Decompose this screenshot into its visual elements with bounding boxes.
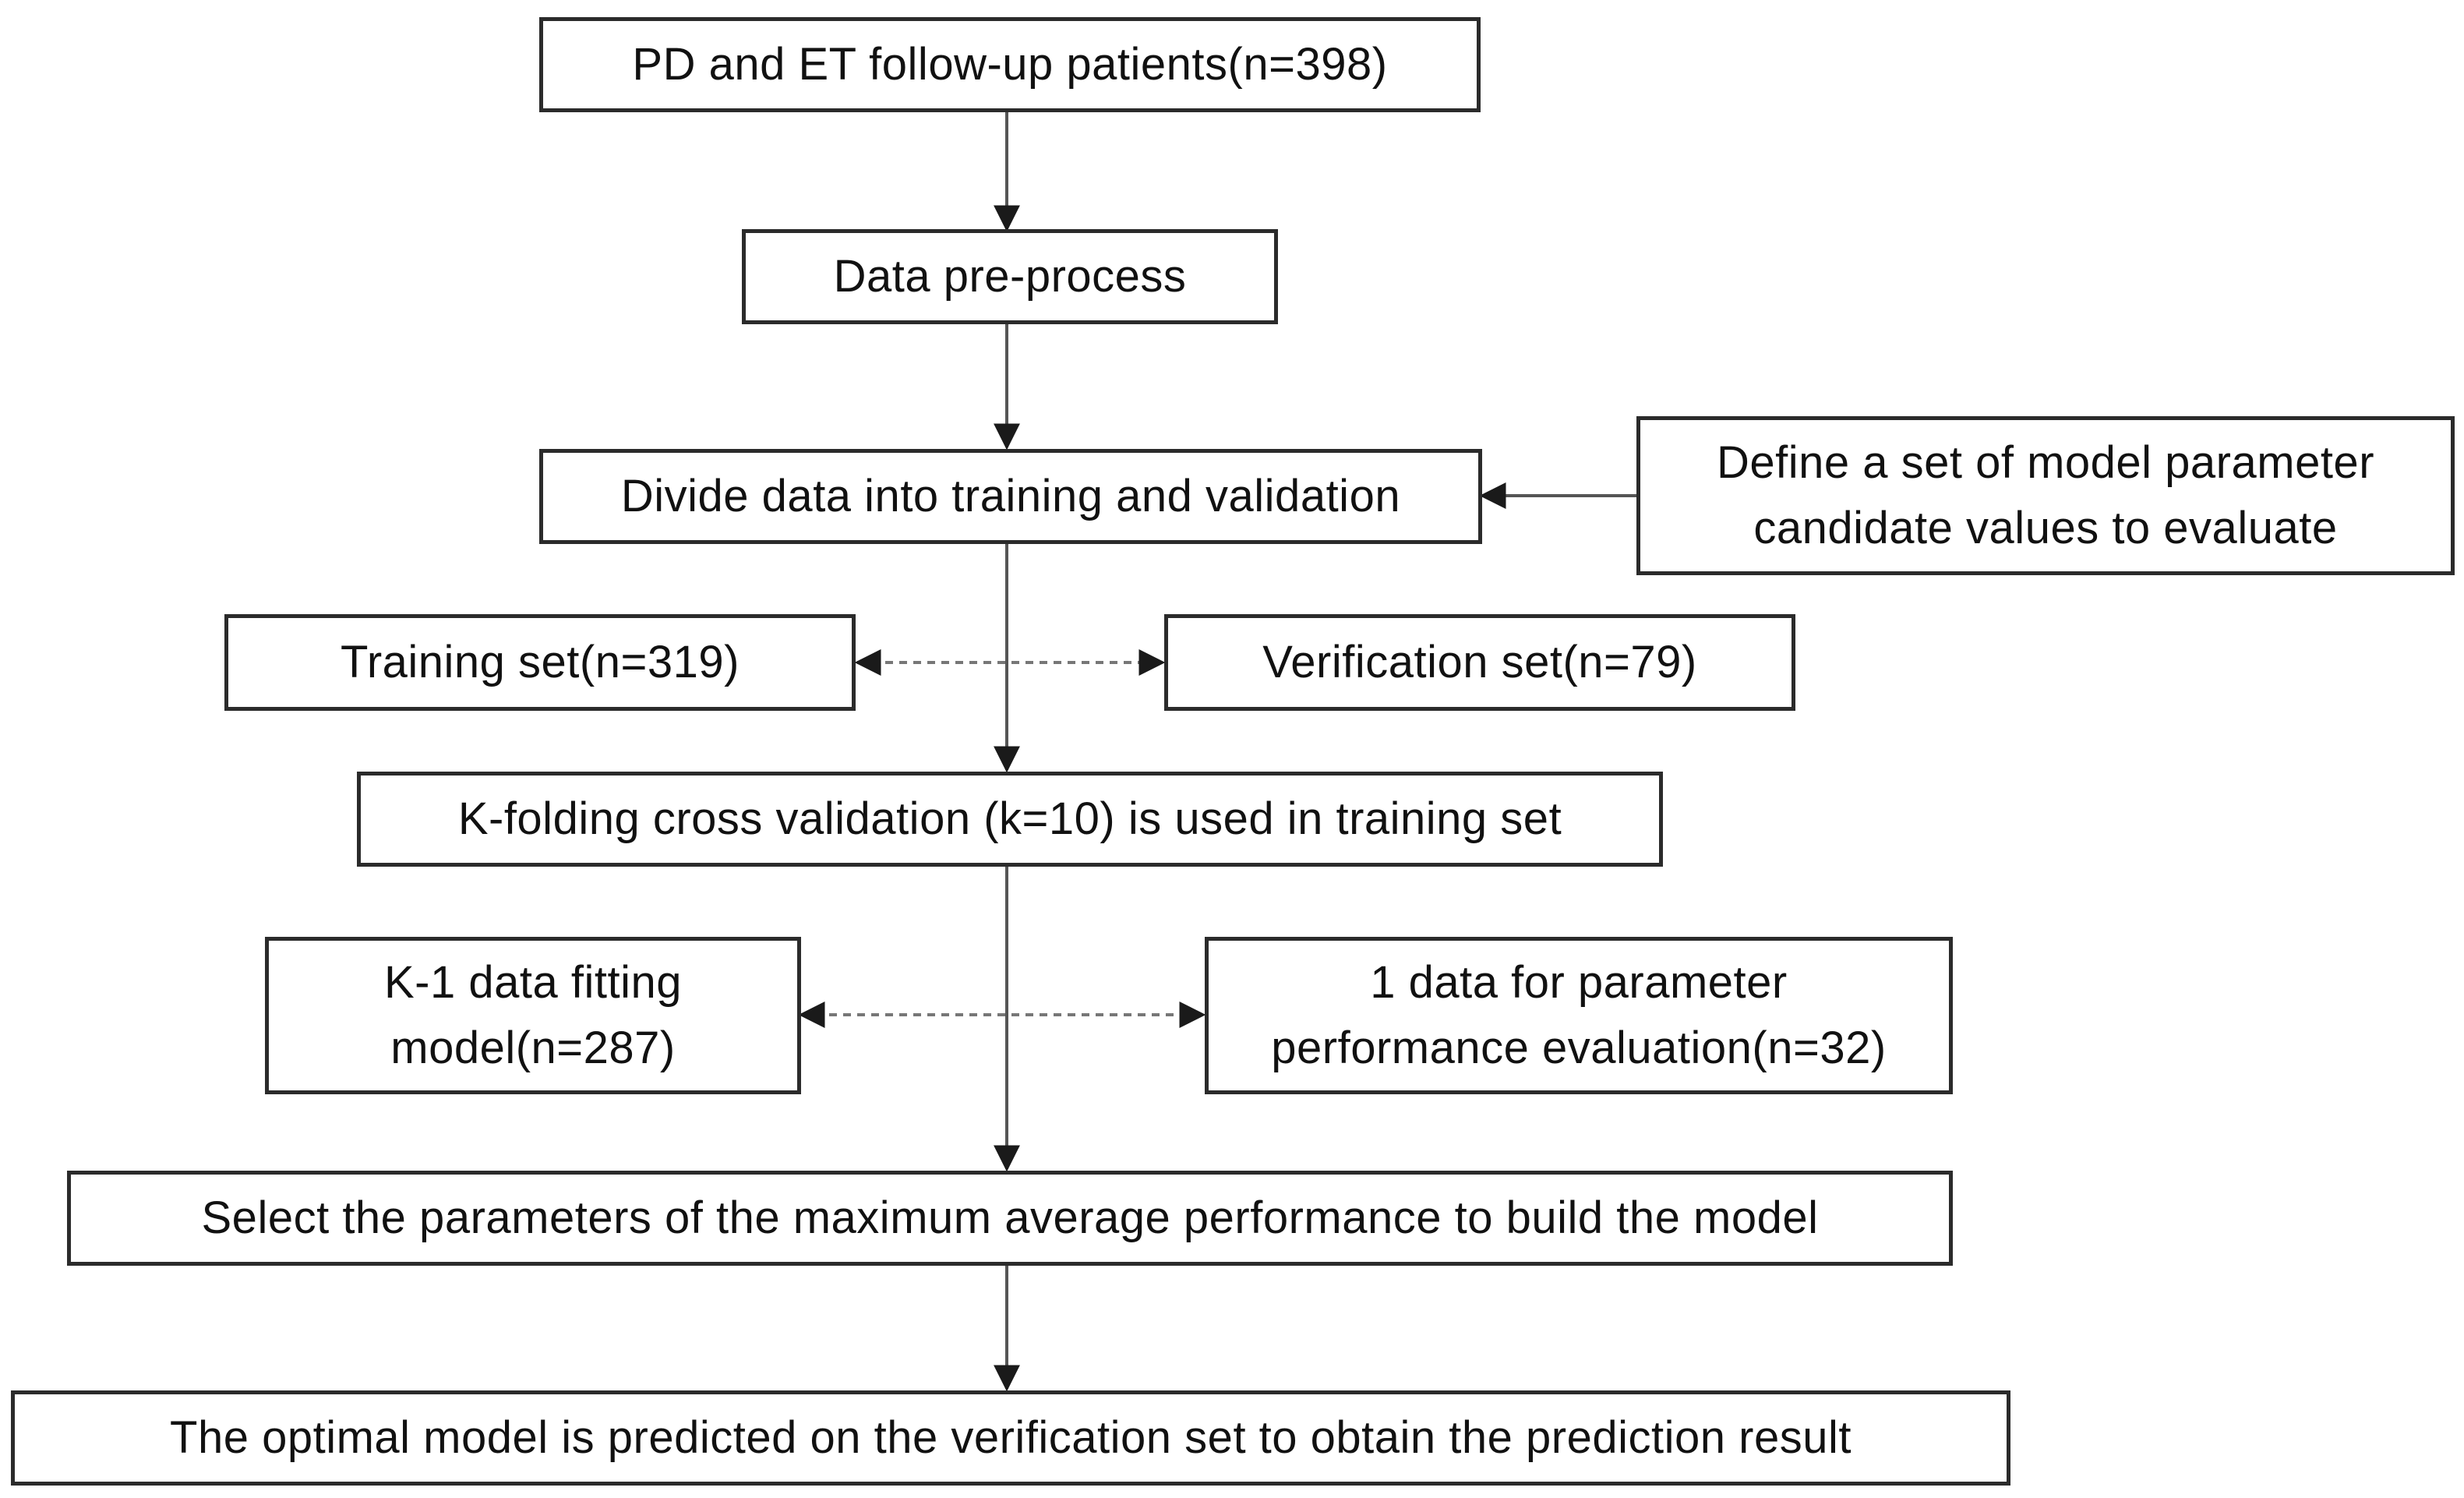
one-data-eval-box: 1 data for parameter performance evaluat… — [1205, 937, 1953, 1094]
select-params-label: Select the parameters of the maximum ave… — [201, 1192, 1819, 1243]
patients-box: PD and ET follow-up patients(n=398) — [539, 17, 1481, 112]
divide-box: Divide data into training and validation — [539, 449, 1482, 544]
training-set-box: Training set(n=319) — [224, 614, 856, 711]
training-set-label: Training set(n=319) — [341, 637, 740, 687]
optimal-model-label: The optimal model is predicted on the ve… — [170, 1412, 1852, 1463]
patients-label: PD and ET follow-up patients(n=398) — [632, 39, 1388, 90]
verification-set-label: Verification set(n=79) — [1262, 637, 1697, 687]
select-params-box: Select the parameters of the maximum ave… — [67, 1171, 1953, 1266]
one-data-eval-label: 1 data for parameter performance evaluat… — [1271, 957, 1887, 1073]
define-params-label: Define a set of model parameter candidat… — [1716, 437, 2375, 553]
divide-label: Divide data into training and validation — [620, 471, 1401, 521]
verification-set-box: Verification set(n=79) — [1164, 614, 1795, 711]
k1-fitting-label: K-1 data fitting model(n=287) — [384, 957, 682, 1073]
kfold-box: K-folding cross validation (k=10) is use… — [357, 772, 1663, 867]
preprocess-label: Data pre-process — [833, 251, 1187, 302]
preprocess-box: Data pre-process — [742, 229, 1278, 324]
optimal-model-box: The optimal model is predicted on the ve… — [11, 1390, 2010, 1486]
define-params-box: Define a set of model parameter candidat… — [1636, 416, 2455, 575]
kfold-label: K-folding cross validation (k=10) is use… — [457, 793, 1562, 844]
k1-fitting-box: K-1 data fitting model(n=287) — [265, 937, 801, 1094]
